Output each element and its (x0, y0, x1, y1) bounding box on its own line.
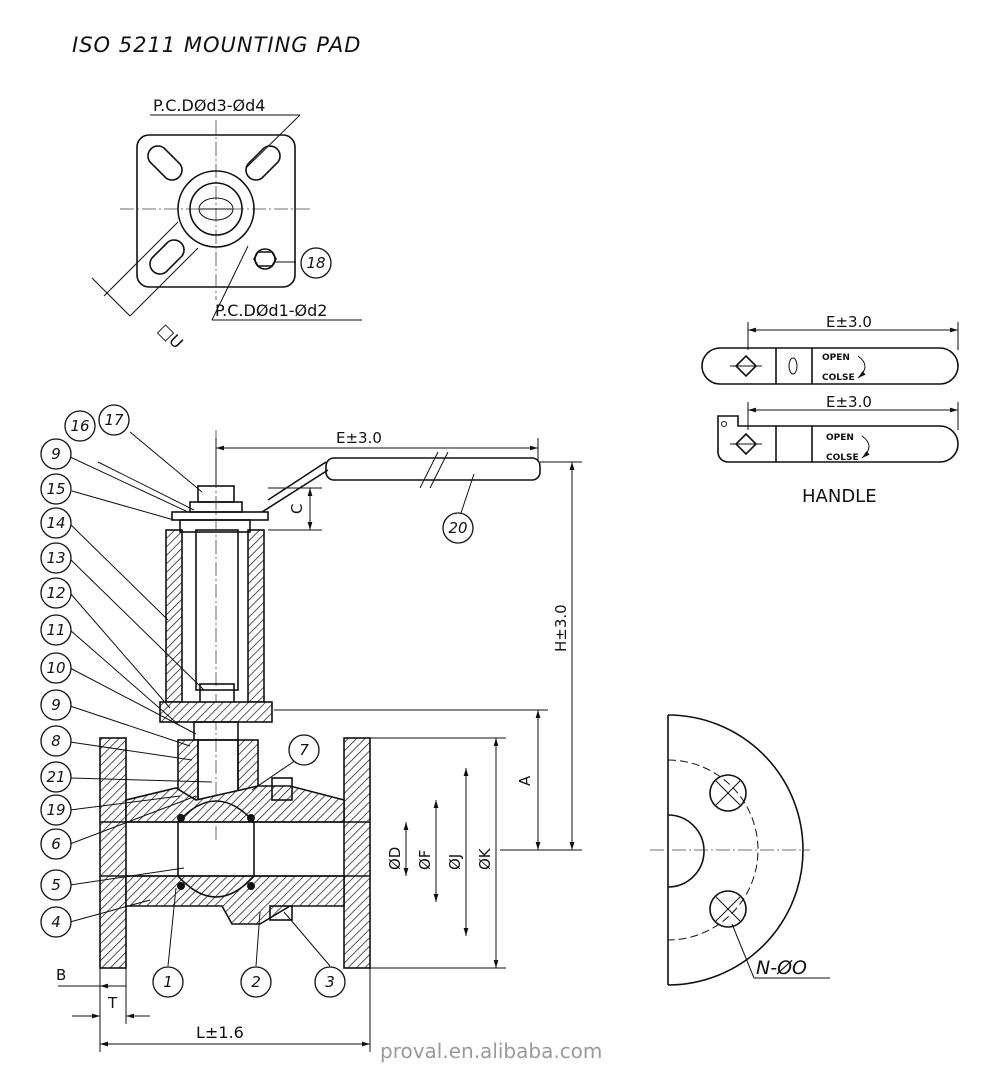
balloon-21: 21 (40, 761, 72, 793)
svg-text:14: 14 (46, 514, 65, 532)
balloon-2: 2 (240, 966, 272, 998)
handle-1-close: COLSE (822, 373, 855, 383)
valve-section (99, 430, 541, 969)
handle-caption: HANDLE (802, 486, 877, 507)
dim-c-label: C (288, 504, 306, 514)
svg-text:15: 15 (46, 480, 65, 498)
handle-1-dim: E±3.0 (826, 313, 872, 331)
svg-text:9: 9 (51, 696, 61, 714)
mounting-pad-view (91, 114, 362, 321)
handle-1-open: OPEN (822, 353, 850, 363)
handle-view-1 (701, 322, 959, 385)
dim-b-label: B (56, 966, 66, 984)
pcd-top-label: P.C.DØd3-Ød4 (153, 96, 265, 115)
svg-text:11: 11 (46, 621, 65, 639)
pcd-bottom-label: P.C.DØd1-Ød2 (215, 301, 327, 320)
balloon-15: 15 (40, 473, 72, 505)
svg-text:5: 5 (51, 876, 61, 894)
svg-text:4: 4 (51, 913, 61, 931)
svg-text:1: 1 (163, 973, 173, 991)
balloon-12: 12 (40, 577, 72, 609)
handle-2-open: OPEN (826, 433, 854, 443)
balloon-7: 7 (288, 734, 320, 766)
holes-label: N-ØO (756, 957, 807, 979)
svg-text:12: 12 (46, 584, 65, 602)
svg-text:6: 6 (51, 835, 61, 853)
dim-a-label: A (516, 775, 534, 786)
balloon-9-top: 9 (40, 438, 72, 470)
watermark: proval.en.alibaba.com (380, 1039, 602, 1063)
svg-text:16: 16 (70, 417, 89, 435)
svg-text:7: 7 (299, 741, 309, 759)
balloon-16: 16 (64, 410, 96, 442)
dim-f-label: ØF (416, 850, 434, 870)
balloon-20: 20 (442, 512, 474, 544)
svg-text:21: 21 (46, 768, 65, 786)
balloon-10: 10 (40, 652, 72, 684)
balloon-17: 17 (98, 404, 130, 436)
svg-text:2: 2 (251, 973, 261, 991)
balloon-3: 3 (314, 966, 346, 998)
svg-text:17: 17 (104, 411, 124, 429)
dim-d-label: ØD (386, 847, 404, 870)
dim-j-label: ØJ (446, 854, 464, 870)
handle-2-dim: E±3.0 (826, 393, 872, 411)
balloon-11: 11 (40, 614, 72, 646)
dim-h-label: H±3.0 (552, 604, 570, 652)
dim-k-label: ØK (476, 847, 494, 870)
balloon-4: 4 (40, 906, 72, 938)
svg-text:20: 20 (448, 519, 467, 537)
svg-text:13: 13 (46, 549, 65, 567)
balloon-6: 6 (40, 828, 72, 860)
balloon-9: 9 (40, 689, 72, 721)
svg-text:9: 9 (51, 445, 61, 463)
svg-text:8: 8 (51, 732, 61, 750)
svg-text:3: 3 (325, 973, 335, 991)
balloon-19: 19 (40, 794, 72, 826)
balloon-14: 14 (40, 507, 72, 539)
dim-l-label: L±1.6 (196, 1023, 244, 1042)
balloon-13: 13 (40, 542, 72, 574)
handle-2-close: COLSE (826, 453, 859, 463)
flange-end-view (650, 714, 830, 986)
balloon-8: 8 (40, 725, 72, 757)
dim-e-label: E±3.0 (336, 429, 382, 447)
main-dimensions (58, 438, 582, 1052)
balloon-5: 5 (40, 869, 72, 901)
handle-view-2 (717, 402, 959, 463)
drawing-title: ISO 5211 MOUNTING PAD (72, 33, 361, 57)
svg-text:18: 18 (306, 254, 325, 272)
svg-text:19: 19 (46, 801, 65, 819)
svg-text:10: 10 (46, 659, 65, 677)
dim-t-label: T (107, 994, 118, 1012)
square-size-label: □U (154, 320, 186, 352)
balloon-18: 18 (300, 247, 332, 279)
balloon-1: 1 (152, 966, 184, 998)
balloon-leaders (67, 261, 475, 967)
